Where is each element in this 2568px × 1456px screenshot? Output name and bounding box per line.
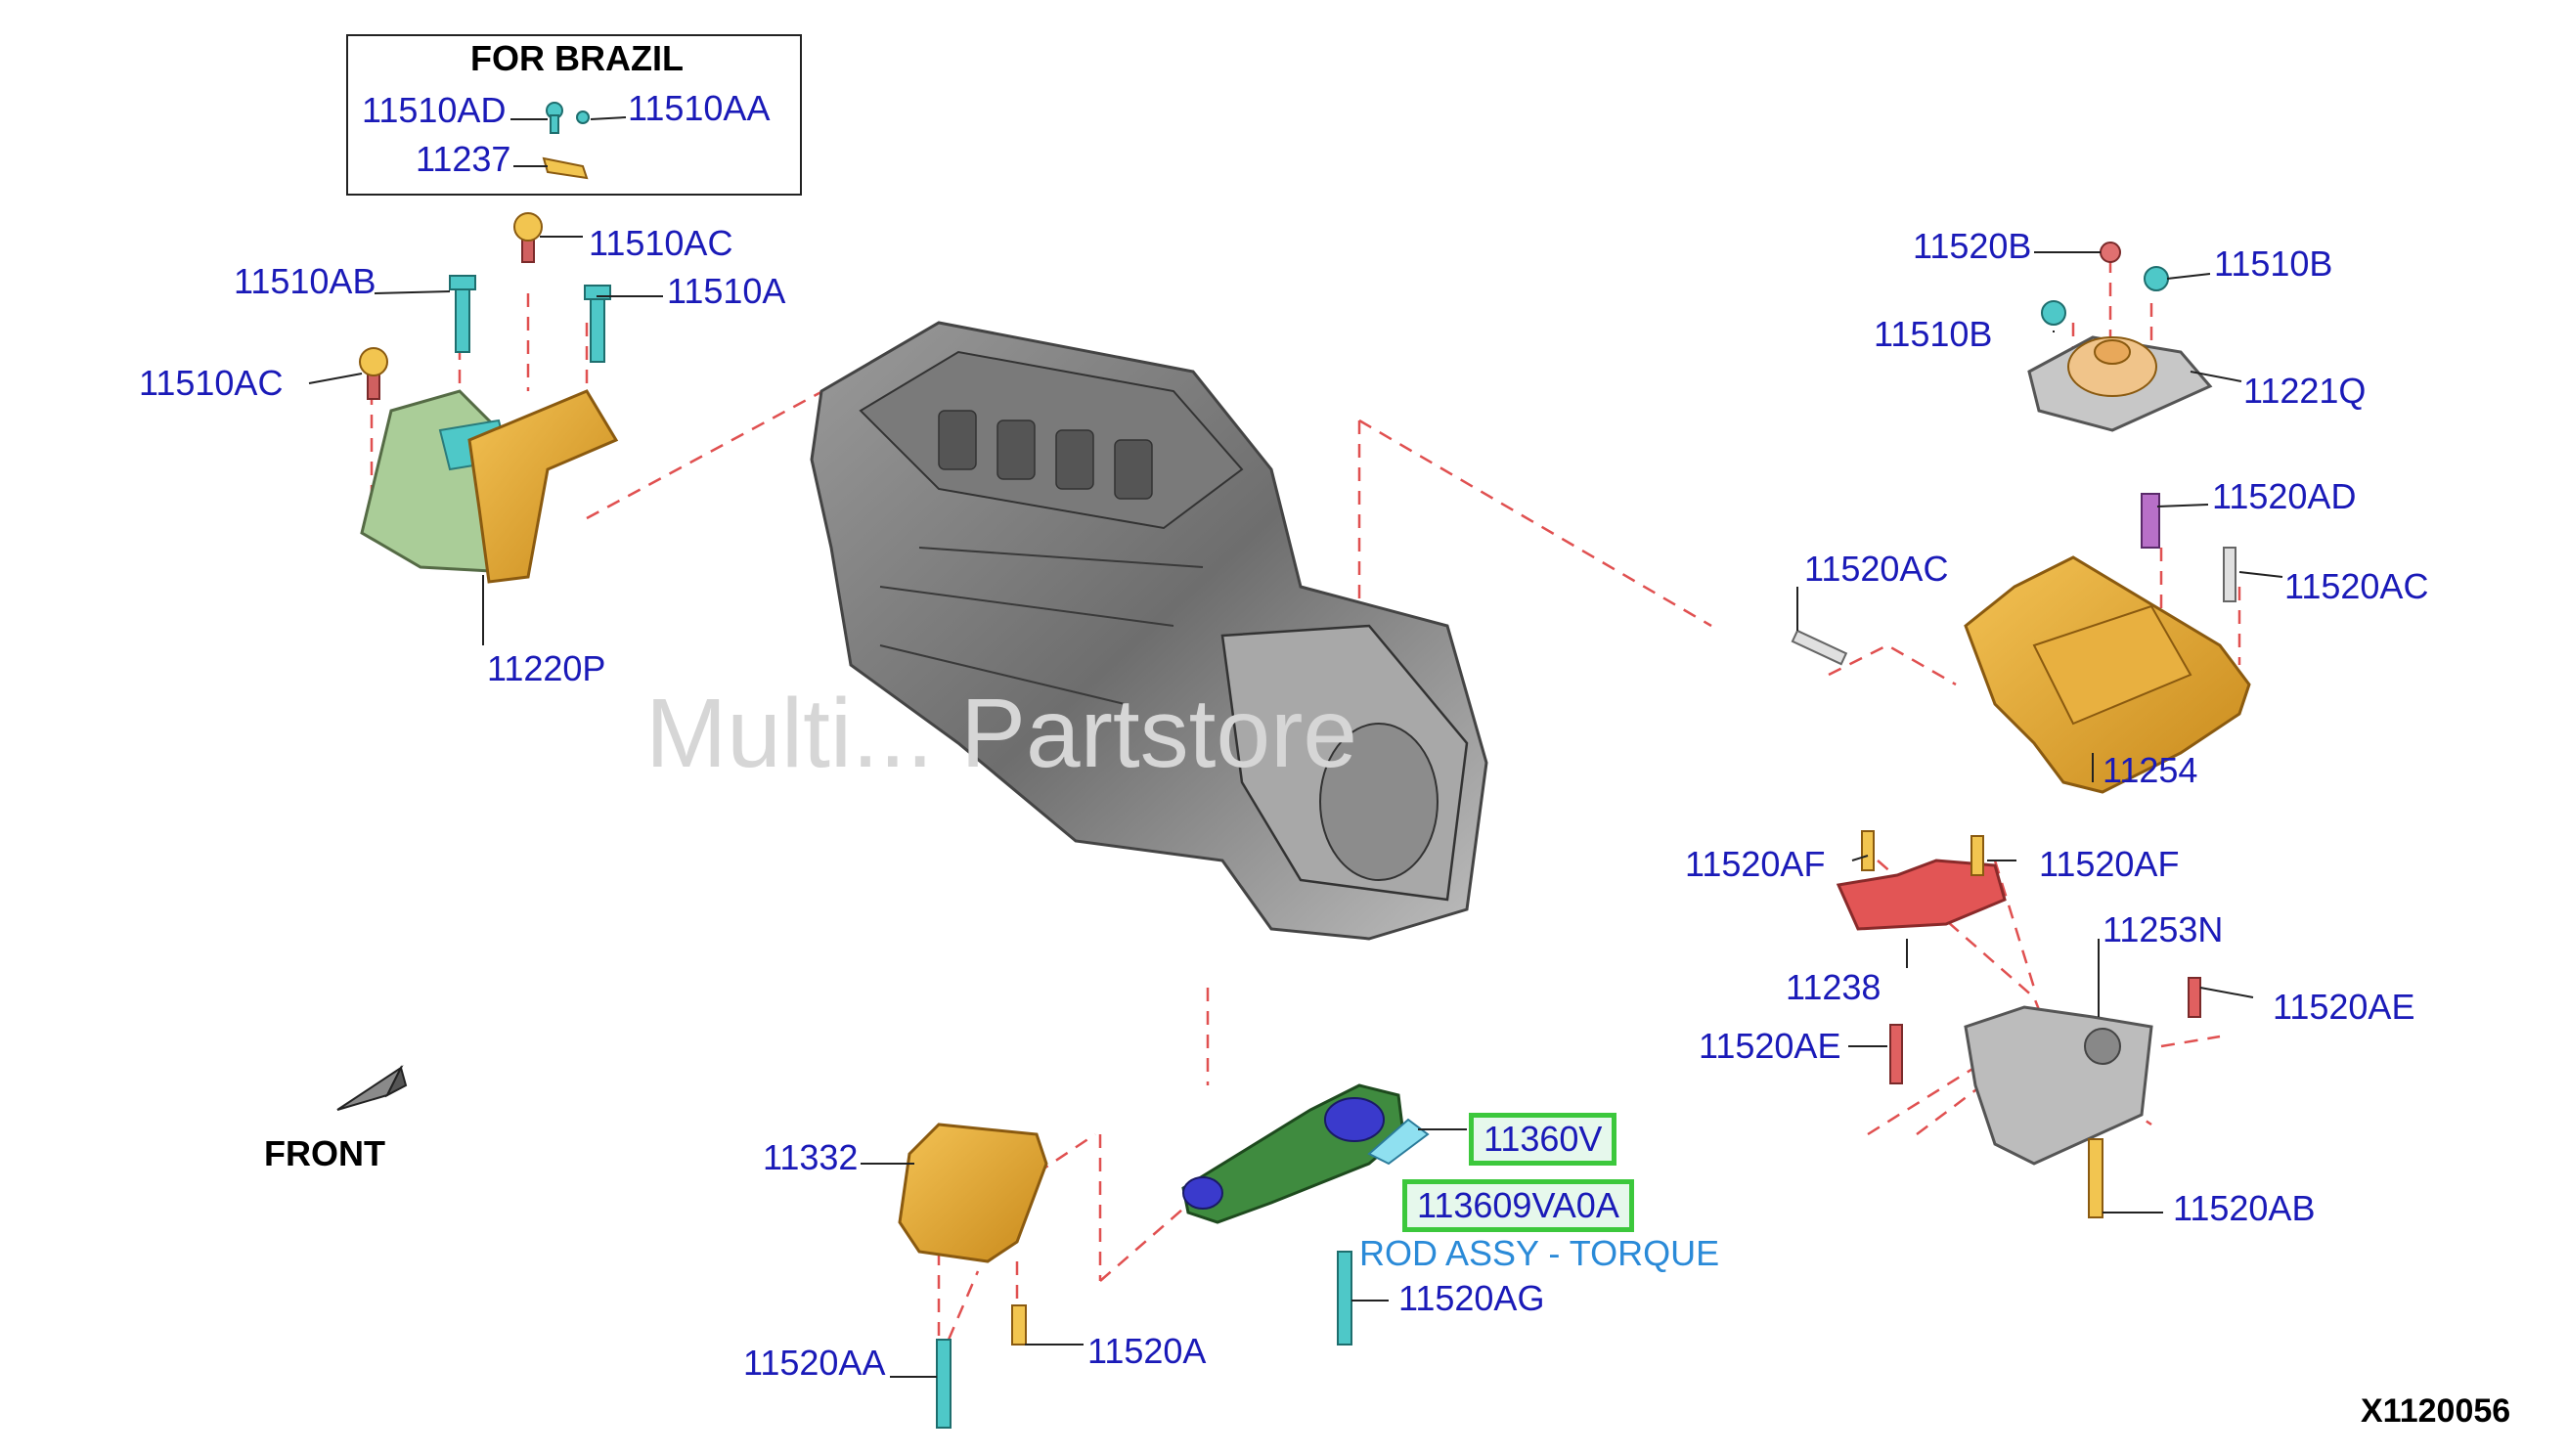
part-label-11520AF-left[interactable]: 11520AF (1685, 844, 1826, 884)
part-label-11520AF-right[interactable]: 11520AF (2039, 844, 2180, 884)
part-label-11520AC-left[interactable]: 11520AC (1804, 549, 1949, 589)
watermark: Multi... Partstore (645, 679, 1357, 788)
torque-rod-11360V (1181, 1083, 1430, 1346)
part-label-11520AC-right[interactable]: 11520AC (2284, 566, 2429, 606)
part-label-11520AG[interactable]: 11520AG (1398, 1278, 1545, 1318)
part-label-11520AA[interactable]: 11520AA (743, 1343, 886, 1383)
front-label: FRONT (264, 1133, 385, 1173)
bracket-11238 (1836, 830, 2007, 931)
front-arrow-icon (336, 1065, 408, 1111)
part-label-11520AE-left[interactable]: 11520AE (1699, 1026, 1841, 1066)
part-label-11254[interactable]: 11254 (2103, 750, 2198, 790)
part-label-11510AC-left[interactable]: 11510AC (139, 363, 284, 403)
figure-code: X1120056 (2361, 1392, 2511, 1430)
part-label-11510AD[interactable]: 11510AD (362, 90, 507, 130)
part-label-11510B-left[interactable]: 11510B (1874, 314, 1993, 354)
part-label-11520B[interactable]: 11520B (1913, 226, 2032, 266)
brazil-variant-box (346, 34, 802, 196)
part-label-11332[interactable]: 11332 (763, 1137, 859, 1177)
part-label-11360V-highlight[interactable]: 11360V (1469, 1113, 1617, 1166)
part-label-11510AB[interactable]: 11510AB (234, 261, 376, 301)
part-description: ROD ASSY - TORQUE (1359, 1233, 1720, 1273)
part-label-11510A[interactable]: 11510A (667, 271, 786, 311)
part-label-11510B-right[interactable]: 11510B (2214, 243, 2333, 284)
part-label-11520A[interactable]: 11520A (1087, 1331, 1207, 1371)
part-number-113609VA0A-highlight[interactable]: 113609VA0A (1402, 1179, 1634, 1232)
part-label-11221Q[interactable]: 11221Q (2243, 371, 2367, 411)
part-label-11520AB[interactable]: 11520AB (2173, 1188, 2316, 1228)
left-engine-mount-11220P (360, 389, 619, 584)
part-label-11238[interactable]: 11238 (1786, 967, 1882, 1007)
part-label-11520AE-right[interactable]: 11520AE (2273, 987, 2415, 1027)
part-label-11510AC-top[interactable]: 11510AC (589, 223, 733, 263)
brazil-box-title: FOR BRAZIL (470, 38, 684, 78)
part-label-11510AA[interactable]: 11510AA (628, 88, 771, 128)
mount-bracket-11254 (1791, 493, 2251, 794)
engine-transmission-assembly (810, 321, 1488, 941)
part-label-11253N[interactable]: 11253N (2103, 909, 2224, 949)
mount-insulator-11221Q (2027, 242, 2213, 432)
part-label-11520AD[interactable]: 11520AD (2212, 476, 2357, 516)
part-label-11237[interactable]: 11237 (416, 139, 511, 179)
bracket-11332 (898, 1123, 1048, 1429)
bracket-11253N (1889, 977, 2201, 1218)
label-leaders (308, 116, 2283, 1378)
part-label-11220P[interactable]: 11220P (487, 648, 606, 688)
